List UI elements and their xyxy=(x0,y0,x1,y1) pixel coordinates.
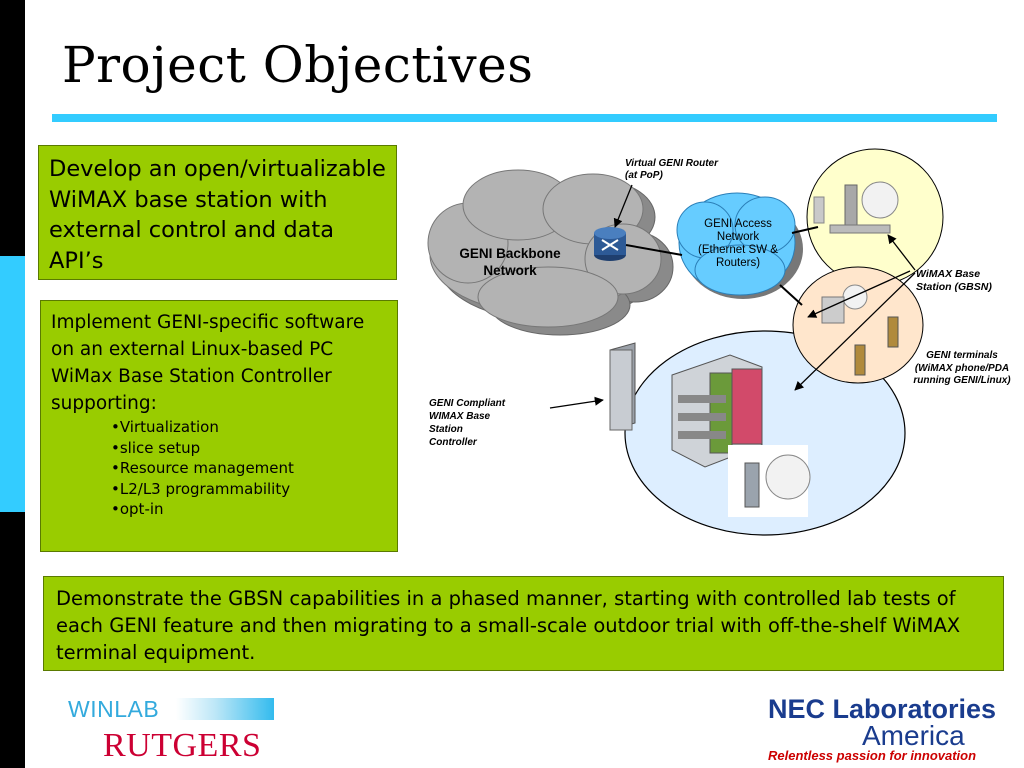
terminals-label-line: running GENI/Linux) xyxy=(913,375,1011,386)
controller-label-line: Station xyxy=(429,424,463,435)
access-label: GENI Access Network (Ethernet SW & Route… xyxy=(672,218,804,270)
objective-box-software: Implement GENI-specific software on an e… xyxy=(40,300,398,552)
access-label-line: (Ethernet SW & xyxy=(698,244,778,256)
router-label-line: (at PoP) xyxy=(625,170,663,181)
access-label-line: Network xyxy=(716,231,760,243)
controller-label: GENI Compliant WIMAX Base Station Contro… xyxy=(429,397,505,449)
objective-box-demo: Demonstrate the GBSN capabilities in a p… xyxy=(43,576,1004,671)
backbone-label-line: Network xyxy=(483,263,537,278)
router-label-arrow xyxy=(613,184,633,228)
network-diagram-graphic xyxy=(427,148,944,536)
gbsn-equipment-icon xyxy=(813,181,899,234)
controller-label-arrow xyxy=(549,396,604,409)
backbone-label-line: GENI Backbone xyxy=(459,246,561,261)
feature-item: Resource management xyxy=(111,458,387,479)
network-diagram: GENI Backbone Network GENI Access Networ… xyxy=(410,145,1024,545)
gbsn-label-arrow xyxy=(887,234,916,271)
access-gbsn-link xyxy=(791,226,819,234)
controller-label-line: Controller xyxy=(429,437,477,448)
terminals-label-arrow xyxy=(794,272,916,391)
nec-logo-line1: NEC Laboratories xyxy=(768,694,997,724)
objective-box-api: Develop an open/virtualizable WiMAX base… xyxy=(38,145,397,280)
feature-list: Virtualization slice setup Resource mana… xyxy=(51,417,387,520)
feature-item: slice setup xyxy=(111,438,387,459)
gbsn-label-line: Station (GBSN) xyxy=(916,281,992,293)
gbsn-label-line: WiMAX Base xyxy=(916,268,981,280)
controller-label-line: GENI Compliant xyxy=(429,398,506,409)
objective-text-api: Develop an open/virtualizable WiMAX base… xyxy=(49,156,386,274)
feature-item: L2/L3 programmability xyxy=(111,479,387,500)
router-icon xyxy=(594,227,626,261)
access-cloud xyxy=(676,192,796,296)
gbsn-to-terminals-arrow xyxy=(807,270,911,318)
router-label: Virtual GENI Router (at PoP) xyxy=(625,158,718,182)
access-controller-link xyxy=(779,284,803,306)
terminals-label-line: (WiMAX phone/PDA xyxy=(914,362,1010,374)
terminals-label-line: GENI terminals xyxy=(926,350,998,361)
router-label-line: Virtual GENI Router xyxy=(625,158,718,169)
slide-title: Project Objectives xyxy=(62,36,534,94)
access-label-line: Routers) xyxy=(715,257,761,269)
controller-label-line: WIMAX Base xyxy=(429,411,491,422)
nec-logo-line2: America xyxy=(862,720,965,751)
objective-text-demo: Demonstrate the GBSN capabilities in a p… xyxy=(56,587,961,664)
feature-item: Virtualization xyxy=(111,417,387,438)
access-label-line: GENI Access xyxy=(704,218,772,230)
gbsn-label: WiMAX Base Station (GBSN) xyxy=(916,268,992,294)
objective-text-software: Implement GENI-specific software on an e… xyxy=(51,312,365,414)
winlab-logo: WINLAB xyxy=(68,696,278,724)
left-blue-accent xyxy=(0,256,25,512)
winlab-swoosh xyxy=(176,698,274,720)
router-access-link xyxy=(625,244,683,256)
rutgers-logo: RUTGERS xyxy=(103,727,262,764)
terminals-label: GENI terminals (WiMAX phone/PDA running … xyxy=(900,350,1024,388)
winlab-wordmark: WINLAB xyxy=(68,696,160,722)
controller-equipment-icon xyxy=(609,342,811,517)
nec-tagline: Relentless passion for innovation xyxy=(768,748,977,763)
title-underline xyxy=(52,114,997,122)
terminal-devices-icon xyxy=(821,284,899,376)
backbone-label: GENI Backbone Network xyxy=(430,245,590,279)
feature-item: opt-in xyxy=(111,499,387,520)
